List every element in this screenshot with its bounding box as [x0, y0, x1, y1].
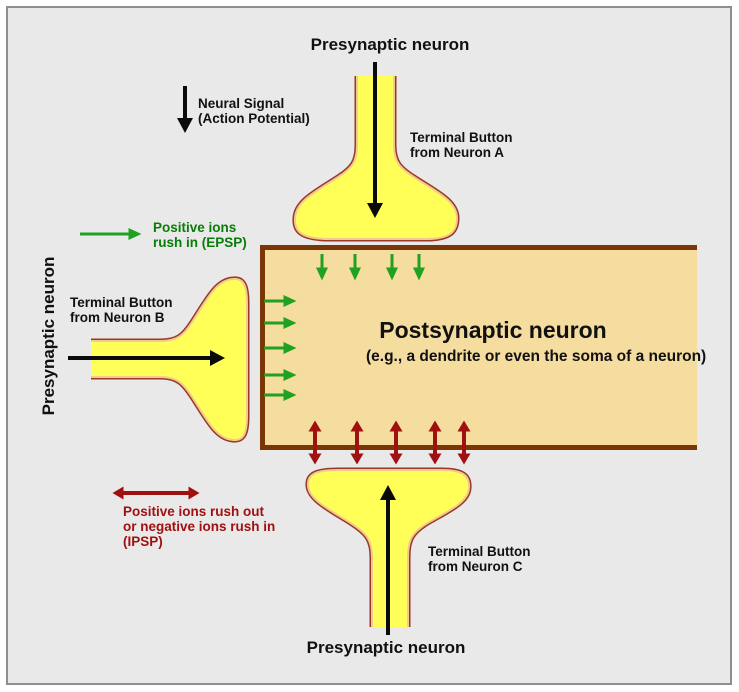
terminal-button-c-label: Terminal Button from Neuron C: [428, 544, 531, 574]
neural-signal-label: Neural Signal (Action Potential): [198, 96, 310, 126]
postsynaptic-title: Postsynaptic neuron: [379, 317, 607, 343]
bottom-presynaptic-title: Presynaptic neuron: [306, 638, 466, 657]
postsynaptic-subtitle: (e.g., a dendrite or even the soma of a …: [366, 348, 707, 365]
ipsp-label: Positive ions rush out or negative ions …: [123, 504, 276, 549]
terminal-button-b-label: Terminal Button from Neuron B: [70, 295, 173, 325]
top-presynaptic-title: Presynaptic neuron: [310, 35, 470, 54]
postsynaptic-neuron-box: [260, 245, 697, 450]
left-presynaptic-title: Presynaptic neuron: [39, 256, 58, 416]
terminal-button-a-label: Terminal Button from Neuron A: [410, 130, 513, 160]
epsp-label: Positive ions rush in (EPSP): [153, 220, 247, 250]
